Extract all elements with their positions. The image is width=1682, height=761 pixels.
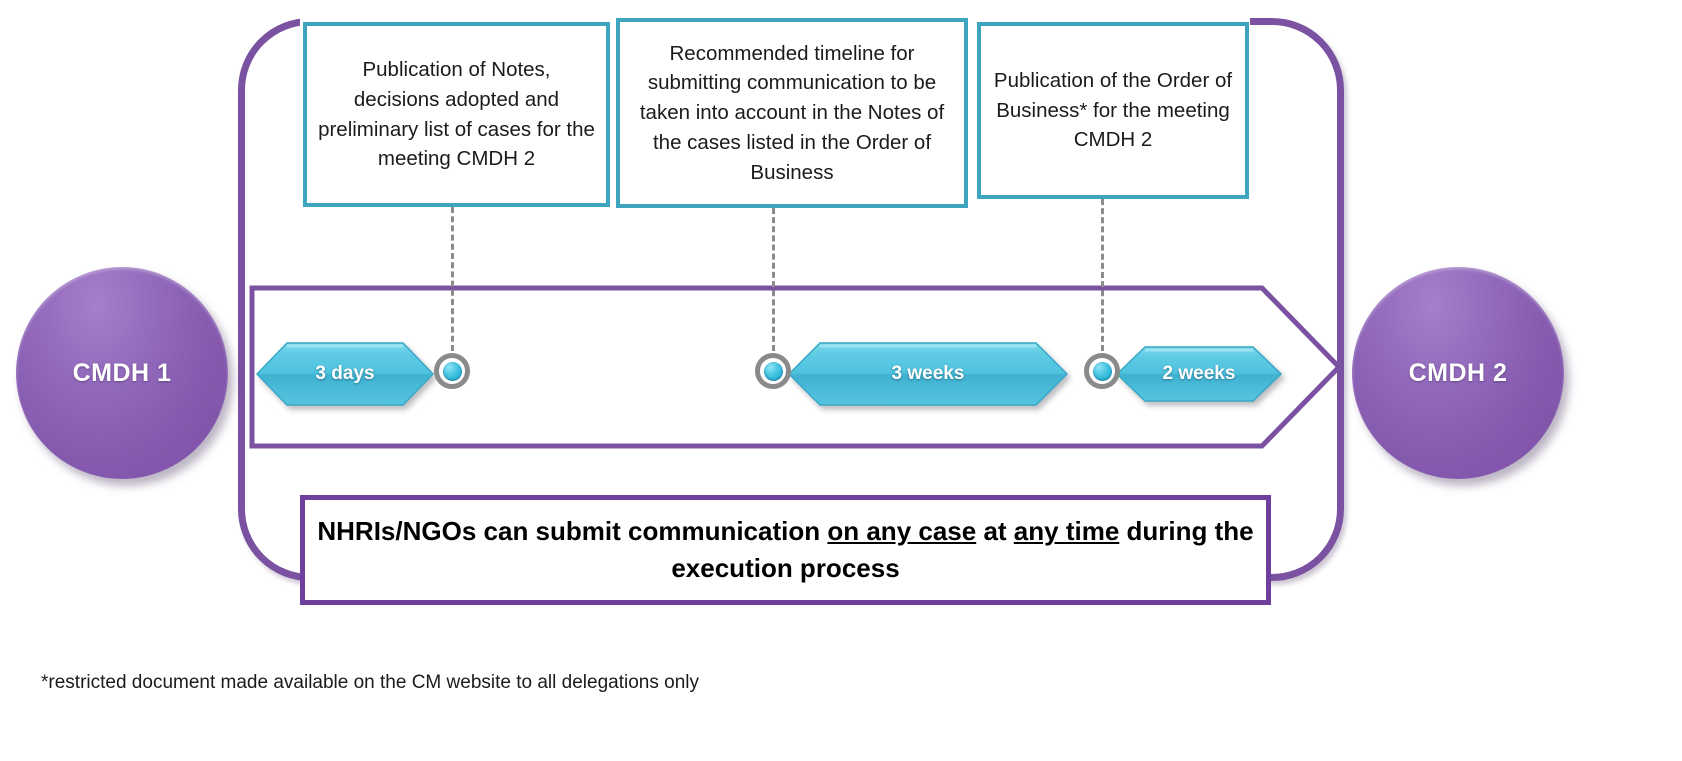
node-cmdh-2[interactable]: CMDH 2: [1352, 267, 1564, 479]
info-box-notes-publication-text: Publication of Notes, decisions adopted …: [318, 58, 595, 171]
milestone-marker-2[interactable]: [755, 353, 791, 389]
connector-dashed-2: [772, 208, 775, 351]
milestone-dot-icon: [1092, 361, 1112, 381]
node-cmdh-1[interactable]: CMDH 1: [16, 267, 228, 479]
statement-middle: at: [976, 516, 1014, 547]
footnote-text: *restricted document made available on t…: [41, 672, 699, 693]
info-box-recommended-timeline-text: Recommended timeline for submitting comm…: [639, 41, 945, 184]
info-box-notes-publication[interactable]: Publication of Notes, decisions adopted …: [303, 22, 610, 207]
statement-lead: NHRIs/NGOs can submit communication: [317, 516, 828, 547]
info-box-order-of-business[interactable]: Publication of the Order of Business* fo…: [977, 22, 1249, 199]
milestone-dot-icon: [763, 361, 783, 381]
milestone-marker-3[interactable]: [1084, 353, 1120, 389]
milestone-marker-1[interactable]: [434, 353, 470, 389]
timeline-band-arrow: [249, 285, 1343, 449]
connector-dashed-1: [451, 207, 454, 351]
statement-tail: during the execution process: [671, 516, 1254, 583]
duration-chevron-three-days[interactable]: 3 days: [255, 339, 435, 409]
statement-emphasis-any-time: any time: [1013, 516, 1120, 547]
statement-emphasis-on-any-case: on any case: [827, 516, 977, 547]
info-box-recommended-timeline[interactable]: Recommended timeline for submitting comm…: [616, 18, 968, 208]
statement-text: NHRIs/NGOs can submit communication on a…: [305, 513, 1266, 587]
connector-dashed-3: [1101, 199, 1104, 351]
statement-box[interactable]: NHRIs/NGOs can submit communication on a…: [300, 495, 1271, 605]
node-cmdh-2-label: CMDH 2: [1408, 358, 1508, 387]
duration-chevron-three-weeks[interactable]: 3 weeks: [787, 339, 1069, 409]
duration-chevron-two-weeks[interactable]: 2 weeks: [1115, 343, 1283, 405]
info-box-order-of-business-text: Publication of the Order of Business* fo…: [993, 68, 1233, 152]
milestone-dot-icon: [442, 361, 462, 381]
node-cmdh-1-label: CMDH 1: [72, 358, 172, 387]
